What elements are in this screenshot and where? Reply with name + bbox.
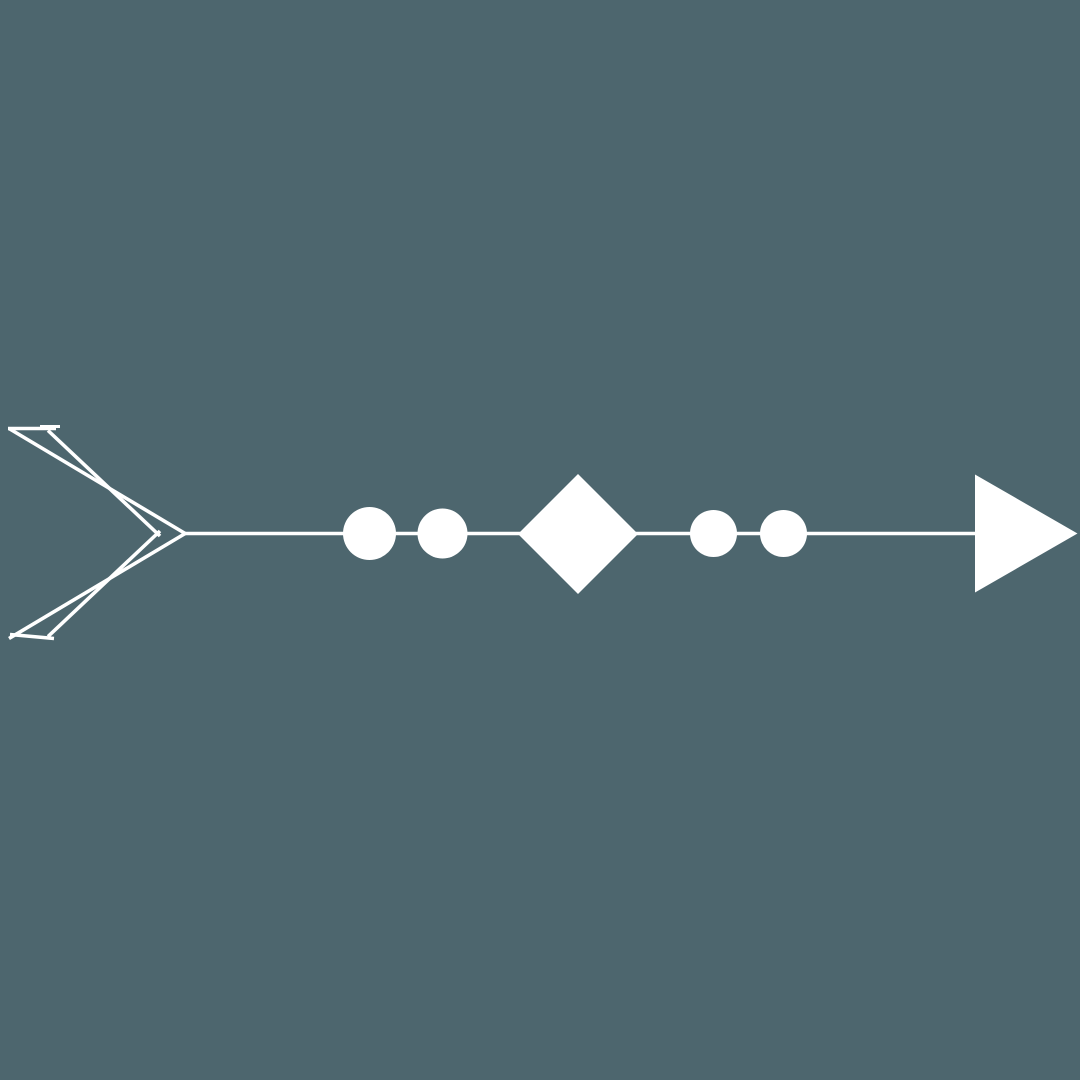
bead-circle-3 [690, 510, 737, 557]
fletching-upper-inner-line [46, 429, 162, 538]
fletching-lower-inner-line [46, 529, 162, 638]
arrowhead-triangle [975, 474, 1078, 593]
bead-circle-1 [343, 507, 396, 560]
center-diamond [518, 474, 638, 594]
fletching-group [8, 425, 187, 641]
bead-circle-2 [417, 508, 468, 559]
bead-circle-4 [760, 510, 807, 557]
bead-group [343, 474, 807, 594]
fletching-lower-end-cap [9, 632, 55, 641]
fletching-upper-outer-line [8, 426, 187, 536]
fletching-lower-outer-line [8, 531, 187, 641]
